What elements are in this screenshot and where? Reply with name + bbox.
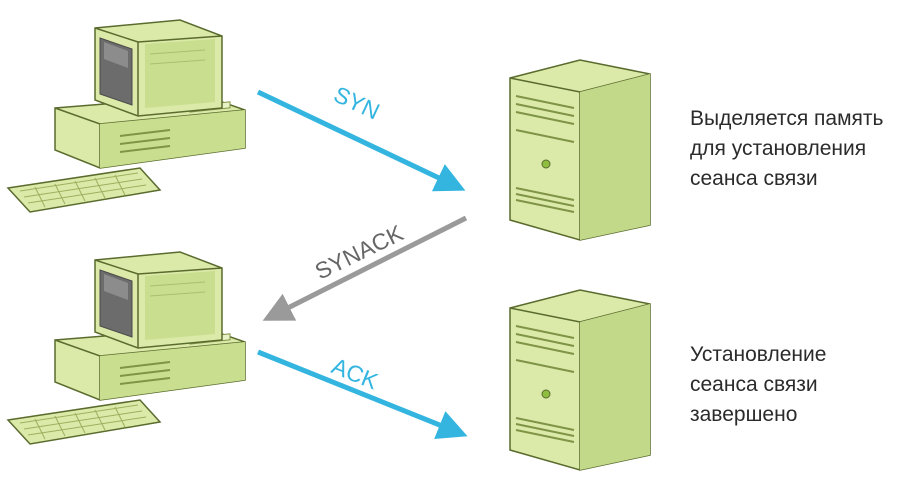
ack-label: ACK: [328, 353, 382, 395]
syn-label: SYN: [330, 81, 384, 125]
note-line: Установление: [690, 343, 827, 366]
syn-arrow: [256, 89, 466, 192]
server-top-icon: [509, 59, 651, 241]
synack-label: SYNACK: [311, 219, 408, 284]
note-line: Выделяется память: [690, 107, 884, 130]
note-line: сеанса связи: [690, 167, 818, 190]
client-computer-top-icon: [7, 19, 246, 213]
note-memory-allocated: Выделяется память для установления сеанс…: [690, 104, 883, 194]
server-bottom-icon: [509, 289, 651, 471]
note-session-established: Установление сеанса связи завершено: [690, 340, 826, 430]
ack-arrow: [257, 349, 468, 439]
note-line: для установления: [690, 137, 867, 160]
client-computer-bottom-icon: [7, 251, 246, 445]
note-line: сеанса связи: [690, 373, 818, 396]
synack-arrow: [262, 215, 468, 321]
note-line: завершено: [690, 403, 798, 426]
